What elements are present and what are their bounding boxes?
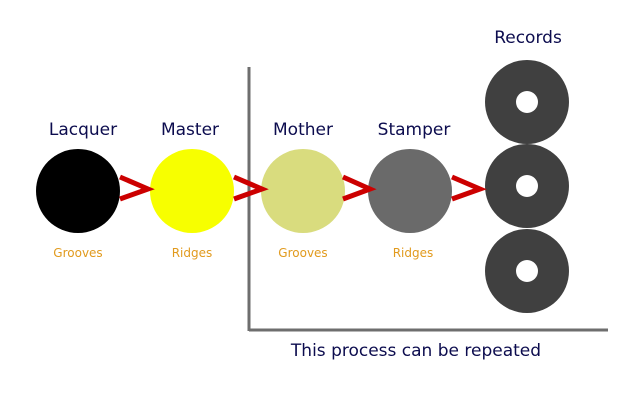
master-surface-label: Ridges	[172, 246, 213, 260]
record-center-hole	[516, 260, 538, 282]
records-label: Records	[494, 28, 562, 48]
lacquer-surface-label: Grooves	[53, 246, 102, 260]
repeat-caption: This process can be repeated	[290, 341, 541, 361]
lacquer-disc	[36, 149, 120, 233]
lacquer-label: Lacquer	[49, 120, 117, 140]
stamper-surface-label: Ridges	[393, 246, 434, 260]
records-stack	[485, 60, 569, 313]
stamper-disc	[368, 149, 452, 233]
record-center-hole	[516, 175, 538, 197]
mother-disc	[261, 149, 345, 233]
stamper-label: Stamper	[378, 120, 451, 140]
record-center-hole	[516, 91, 538, 113]
arrow-stamper-to-records	[451, 174, 487, 202]
master-label: Master	[161, 120, 219, 140]
repeat-bracket	[247, 67, 608, 332]
master-disc	[150, 149, 234, 233]
arrow-master-to-mother	[233, 174, 269, 202]
mother-label: Mother	[273, 120, 333, 140]
mother-surface-label: Grooves	[278, 246, 327, 260]
arrow-mother-to-stamper	[341, 174, 377, 202]
arrow-lacquer-to-master	[119, 174, 155, 202]
